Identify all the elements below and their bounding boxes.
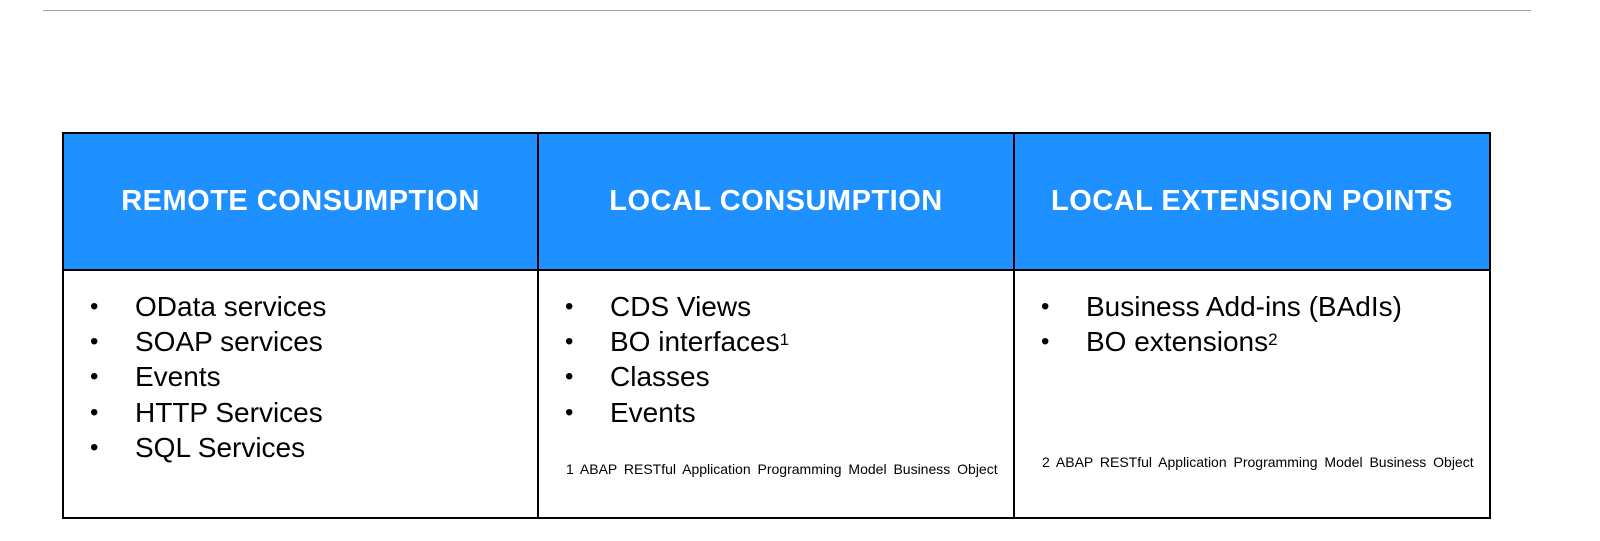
bullet-icon: •: [90, 328, 99, 356]
bullet-icon: •: [1041, 293, 1050, 320]
list-item-text: Classes: [610, 361, 710, 393]
bullet-icon: •: [565, 363, 574, 391]
footnote-text: 1 ABAP RESTful Application Programming M…: [566, 461, 998, 477]
cell-remote-consumption: • OData services • SOAP services • Event…: [64, 271, 539, 517]
list-item-text: SOAP services: [135, 326, 323, 358]
footnote-text: 2 ABAP RESTful Application Programming M…: [1042, 454, 1474, 470]
list-item-text: Events: [135, 361, 221, 393]
list-item-text: Business Add-ins (BAdIs): [1086, 291, 1402, 322]
cell-local-consumption: • CDS Views • BO interfaces1 • Classes •…: [539, 271, 1015, 517]
bullet-icon: •: [90, 398, 99, 426]
bullet-icon: •: [565, 398, 574, 426]
bullet-icon: •: [1041, 328, 1050, 356]
bullet-icon: •: [565, 328, 574, 356]
bullet-icon: •: [90, 293, 99, 320]
footnote-marker: 2: [1268, 330, 1278, 350]
list-item-text: SQL Services: [135, 431, 306, 463]
bullet-icon: •: [565, 293, 574, 320]
top-divider: [43, 10, 1531, 11]
list-item-text: BO extensions: [1086, 326, 1269, 358]
header-label: REMOTE CONSUMPTION: [121, 185, 480, 217]
list-item-text: BO interfaces: [610, 326, 780, 358]
list-item-text: OData services: [135, 291, 327, 322]
header-label: LOCAL CONSUMPTION: [609, 185, 943, 217]
header-remote-consumption: REMOTE CONSUMPTION: [64, 134, 539, 271]
header-label: LOCAL EXTENSION POINTS: [1050, 185, 1453, 217]
list-item-text: Events: [610, 396, 696, 428]
bullet-icon: •: [90, 363, 99, 391]
bullet-icon: •: [90, 433, 99, 461]
list-item-text: HTTP Services: [135, 396, 323, 428]
extensibility-table: REMOTE CONSUMPTION LOCAL CONSUMPTION LOC…: [62, 132, 1491, 519]
header-local-consumption: LOCAL CONSUMPTION: [539, 134, 1015, 271]
list-item-text: CDS Views: [610, 291, 752, 322]
header-local-extension-points: LOCAL EXTENSION POINTS: [1015, 134, 1489, 271]
footnote-marker: 1: [779, 330, 790, 350]
cell-local-extension-points: • Business Add-ins (BAdIs) • BO extensio…: [1015, 271, 1489, 517]
